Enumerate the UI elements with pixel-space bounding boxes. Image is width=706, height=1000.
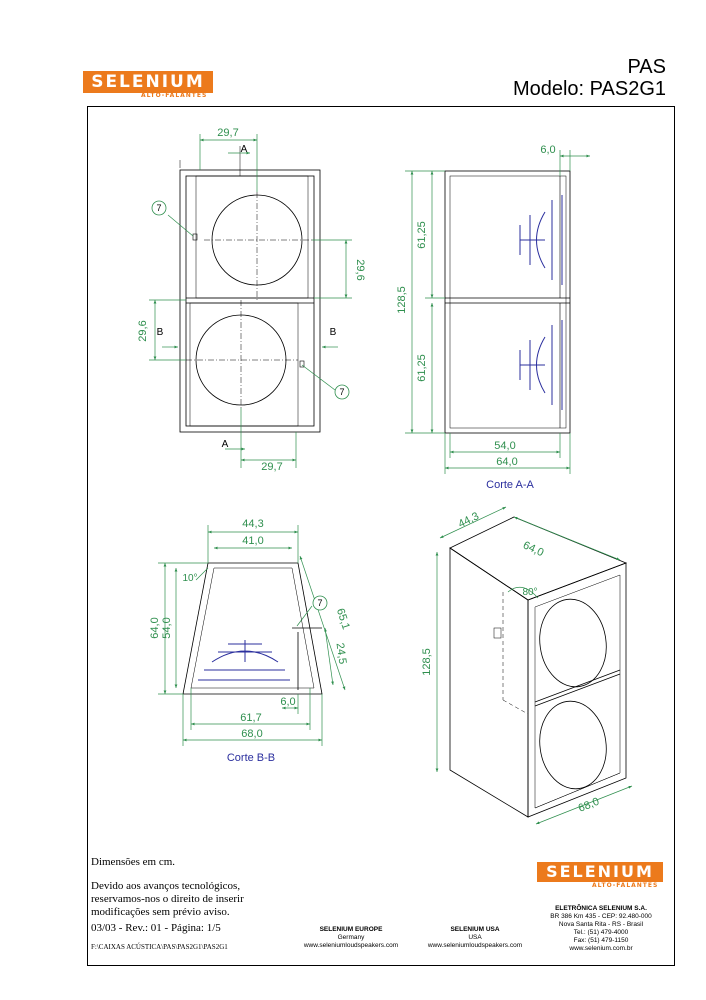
company-fax: Fax: (51) 479-1150 xyxy=(573,937,629,944)
footer-brand-tagline: ALTO-FALANTES xyxy=(592,882,659,889)
aa-dim-top: 6,0 xyxy=(540,144,555,156)
disclaimer-line-1: Devido aos avanços tecnológicos, xyxy=(91,880,241,892)
bb-dim-bottom-inner: 61,7 xyxy=(240,712,261,724)
brand-tagline: ALTO-FALANTES xyxy=(141,92,208,99)
usa-web: www.seleniumloudspeakers.com xyxy=(427,942,523,949)
footer-europe: SELENIUM EUROPE Germany www.seleniumloud… xyxy=(296,926,406,950)
usa-title: SELENIUM USA xyxy=(450,926,500,933)
iso-dim-angle: 80° xyxy=(522,587,537,598)
bb-dim-angle: 10° xyxy=(182,573,197,584)
disclaimer-line-2: reservamos-nos o direito de inserir xyxy=(91,893,244,905)
bb-dim-bottom-offset: 6,0 xyxy=(280,696,295,708)
company-web: www.selenium.com.br xyxy=(569,945,633,952)
disclaimer-line-3: modificações sem prévio aviso. xyxy=(91,906,230,918)
bb-dim-top-outer: 44,3 xyxy=(242,518,263,530)
section-b-right-label: B xyxy=(330,327,337,338)
aa-caption: Corte A-A xyxy=(486,479,534,491)
aa-dim-depth-outer: 64,0 xyxy=(496,456,517,468)
aa-dim-height-total: 128,5 xyxy=(396,286,408,314)
company-name: ELETRÔNICA SELENIUM S.A. xyxy=(555,905,647,912)
bb-dim-height-outer: 64,0 xyxy=(149,617,161,638)
iso-dim-depth: 64,0 xyxy=(521,539,545,559)
section-a-bottom-label: A xyxy=(222,439,229,450)
units-note: Dimensões em cm. xyxy=(91,856,176,868)
usa-country: USA xyxy=(468,934,482,941)
europe-web: www.seleniumloudspeakers.com xyxy=(303,942,399,949)
section-aa-drivers xyxy=(519,195,563,410)
bb-callout-marker xyxy=(312,595,328,611)
iso-dim-bottom: 68,0 xyxy=(577,796,601,815)
section-aa xyxy=(444,170,571,434)
bb-dim-top-inner: 41,0 xyxy=(242,535,263,547)
iso-dim-height: 128,5 xyxy=(421,648,433,676)
company-address-1: BR 386 Km 435 - CEP: 92.480-000 xyxy=(550,913,652,920)
iso-dim-top-width: 44,3 xyxy=(456,510,481,530)
front-dim-height-lower: 29,6 xyxy=(137,320,149,341)
front-callout-top: 7 xyxy=(156,203,161,213)
aa-dim-lower: 61,25 xyxy=(416,354,428,382)
aa-dim-depth-inner: 54,0 xyxy=(494,440,515,452)
bb-caption: Corte B-B xyxy=(227,752,275,764)
front-dim-height-upper: 29,6 xyxy=(354,259,366,280)
europe-title: SELENIUM EUROPE xyxy=(319,926,383,933)
page-title: PAS xyxy=(627,56,666,78)
iso-dimensions xyxy=(435,506,633,825)
aa-dim-upper: 61,25 xyxy=(416,221,428,249)
front-dimensions xyxy=(149,134,352,468)
company-address-2: Nova Santa Rita - RS - Brasil xyxy=(558,921,644,928)
front-view xyxy=(179,146,321,433)
model-title: Modelo: PAS2G1 xyxy=(512,78,666,100)
footer-usa: SELENIUM USA USA www.seleniumloudspeaker… xyxy=(420,926,530,950)
europe-country: Germany xyxy=(337,934,365,941)
file-path: F:\CAIXAS ACÚSTICA\PAS\PAS2G1\PAS2G1 xyxy=(91,943,228,951)
bb-dim-bottom-outer: 68,0 xyxy=(241,728,262,740)
bb-dim-height-inner: 54,0 xyxy=(161,617,173,638)
section-b-left-label: B xyxy=(157,327,164,338)
company-tel: Tel.: (51) 479-4000 xyxy=(573,929,629,936)
footer-brand-logo: SELENIUM xyxy=(537,862,663,882)
bb-callout: 7 xyxy=(317,598,322,608)
footer-company: ELETRÔNICA SELENIUM S.A. BR 386 Km 435 -… xyxy=(538,905,664,953)
drawing-frame xyxy=(87,106,675,966)
section-bb-dimensions xyxy=(158,525,346,746)
front-callout-bottom: 7 xyxy=(339,387,344,397)
section-aa-dimensions xyxy=(405,150,590,474)
section-bb-driver xyxy=(198,640,290,681)
revision-note: 03/03 - Rev.: 01 - Página: 1/5 xyxy=(91,922,221,934)
bb-dim-port: 24,5 xyxy=(334,642,349,665)
section-bb xyxy=(182,562,323,695)
front-dim-width-bottom: 29,7 xyxy=(261,461,282,473)
section-a-top-label: A xyxy=(241,144,248,155)
front-dim-width: 29,7 xyxy=(217,127,238,139)
callout-markers xyxy=(151,200,350,400)
iso-view xyxy=(449,516,628,818)
bb-dim-slant: 65,1 xyxy=(334,607,352,631)
brand-logo: SELENIUM xyxy=(83,71,213,93)
